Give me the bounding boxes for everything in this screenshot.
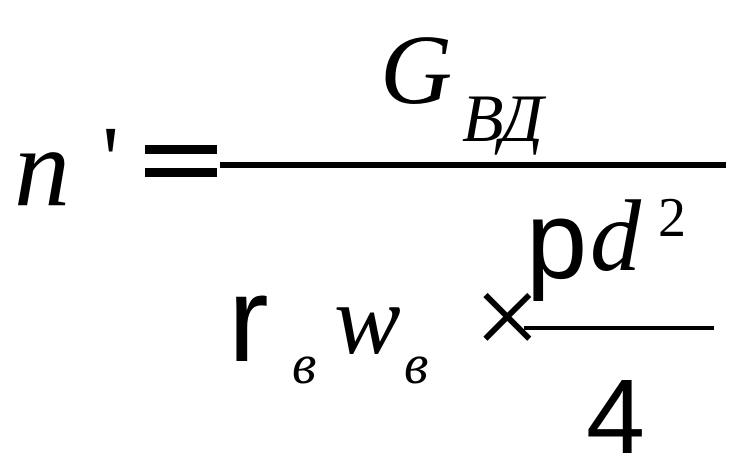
lhs-prime-mark: ' [102, 106, 120, 213]
pi-symbol: p [526, 179, 588, 302]
numerator-symbol: G [380, 14, 453, 125]
lhs-variable: n [14, 106, 70, 230]
inner-fraction-bar [524, 326, 714, 330]
equals-sign-top-bar [145, 145, 217, 154]
density-symbol: r [228, 251, 269, 387]
divisor: 4 [586, 358, 645, 469]
diameter-symbol: d [590, 180, 641, 293]
velocity-subscript: в [404, 334, 429, 396]
equals-sign-bottom-bar [145, 168, 217, 177]
numerator-subscript: ВД [462, 80, 544, 156]
times-sign: × [474, 251, 541, 382]
velocity-symbol: w [334, 264, 401, 375]
exponent: 2 [658, 187, 686, 249]
main-fraction-bar [220, 162, 726, 168]
density-subscript: в [292, 334, 317, 396]
